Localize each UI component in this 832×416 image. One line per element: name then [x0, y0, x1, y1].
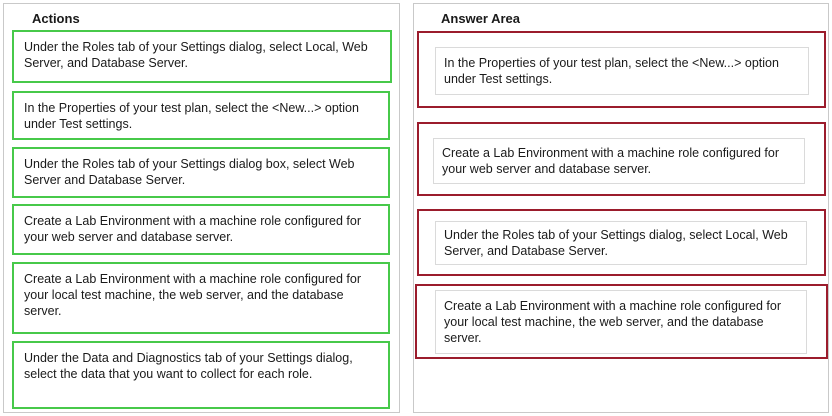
action-item-text: Under the Roles tab of your Settings dia…	[24, 40, 368, 70]
answer-slot[interactable]: Create a Lab Environment with a machine …	[417, 122, 826, 196]
answer-item-text: Create a Lab Environment with a machine …	[444, 299, 781, 345]
answer-area-title: Answer Area	[441, 11, 520, 26]
answer-slot[interactable]: In the Properties of your test plan, sel…	[417, 31, 826, 108]
action-item[interactable]: Under the Roles tab of your Settings dia…	[12, 30, 392, 83]
answer-slot[interactable]: Under the Roles tab of your Settings dia…	[417, 209, 826, 276]
answer-item[interactable]: In the Properties of your test plan, sel…	[435, 47, 809, 95]
action-item[interactable]: Create a Lab Environment with a machine …	[12, 204, 390, 255]
answer-area-panel: Answer Area In the Properties of your te…	[413, 3, 829, 413]
actions-panel: Actions Under the Roles tab of your Sett…	[3, 3, 400, 413]
actions-title: Actions	[32, 11, 80, 26]
answer-item-text: In the Properties of your test plan, sel…	[444, 56, 779, 86]
answer-item[interactable]: Under the Roles tab of your Settings dia…	[435, 221, 807, 265]
action-item[interactable]: In the Properties of your test plan, sel…	[12, 91, 390, 140]
answer-item[interactable]: Create a Lab Environment with a machine …	[435, 290, 807, 354]
action-item-text: In the Properties of your test plan, sel…	[24, 101, 359, 131]
action-item-text: Create a Lab Environment with a machine …	[24, 214, 361, 244]
action-item-text: Create a Lab Environment with a machine …	[24, 272, 361, 318]
action-item-text: Under the Data and Diagnostics tab of yo…	[24, 351, 353, 381]
answer-item-text: Under the Roles tab of your Settings dia…	[444, 228, 788, 258]
answer-item[interactable]: Create a Lab Environment with a machine …	[433, 138, 805, 184]
action-item-text: Under the Roles tab of your Settings dia…	[24, 157, 355, 187]
action-item[interactable]: Under the Data and Diagnostics tab of yo…	[12, 341, 390, 409]
action-item[interactable]: Under the Roles tab of your Settings dia…	[12, 147, 390, 198]
action-item[interactable]: Create a Lab Environment with a machine …	[12, 262, 390, 334]
answer-item-text: Create a Lab Environment with a machine …	[442, 146, 779, 176]
answer-slot[interactable]: Create a Lab Environment with a machine …	[415, 284, 828, 359]
